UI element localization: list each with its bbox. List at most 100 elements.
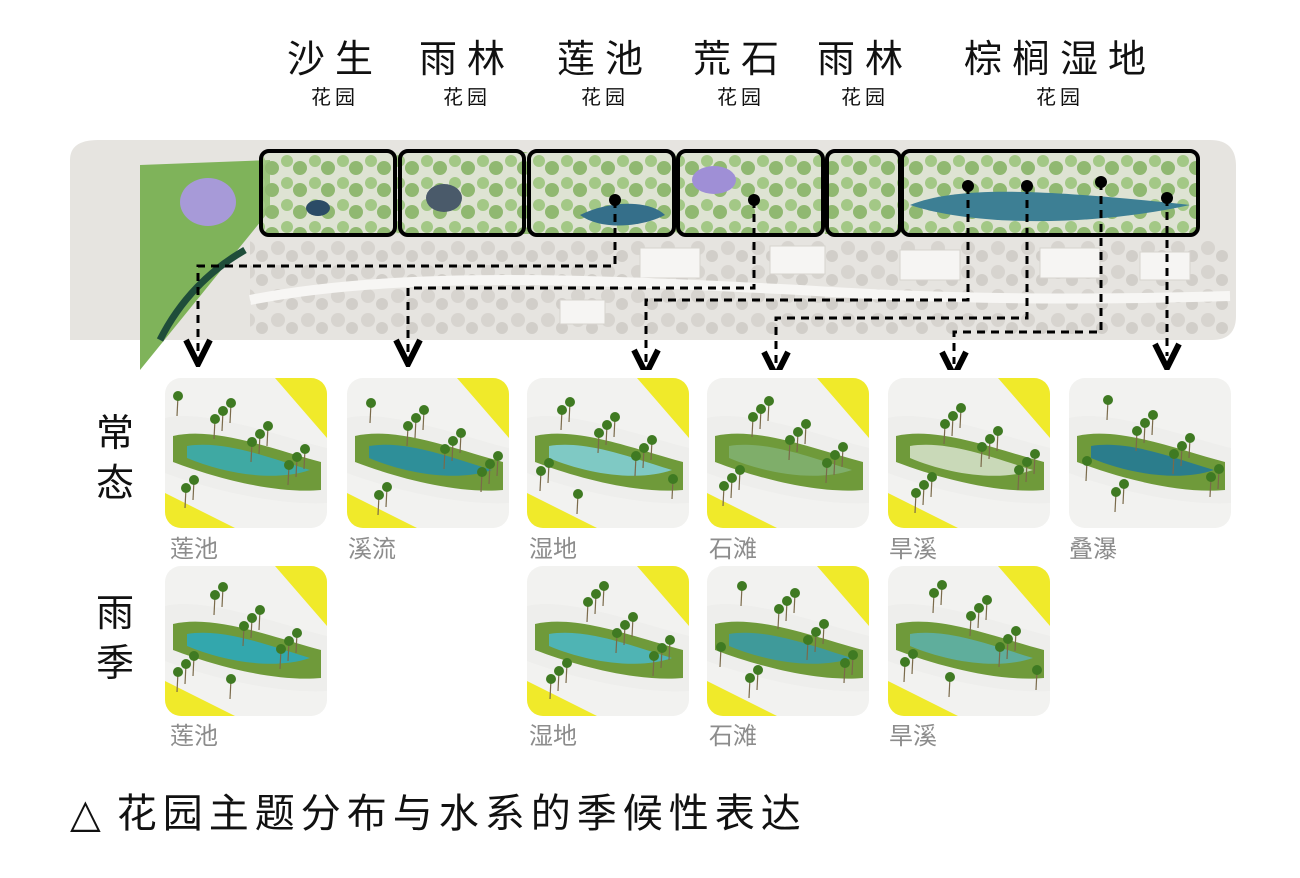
palm-crown [1014,465,1024,475]
garden-suffix: 花园 [1036,85,1084,109]
palm-crown [1214,464,1224,474]
caption-text: 花园主题分布与水系的季候性表达 [116,791,807,837]
water-body [910,632,1033,664]
thumb-rainy-rock [707,566,869,716]
palm-crown [801,419,811,429]
water-body [729,632,852,664]
garden-label-rock-garden: 荒石 花园 [676,36,806,110]
leader-dry-creek [954,182,1103,364]
garden-name: 雨林 [816,37,913,81]
caption-normal-stream: 溪流 [348,535,396,563]
plan-west-pond [180,178,236,226]
accent-corner [275,378,327,438]
palm-crown [1003,634,1013,644]
palm-crown [982,595,992,605]
palm-crown [620,620,630,630]
garden-suffix: 花园 [841,85,889,109]
palm-crown [403,421,413,431]
palm-crown [536,466,546,476]
palm-crown [649,651,659,661]
palm-crown [210,590,220,600]
palm-crown [300,444,310,454]
garden-name: 棕榈湿地 [963,37,1156,81]
palm-crown [774,604,784,614]
masterplan-map [70,140,1236,370]
caption-rainy-rock: 石滩 [709,722,757,750]
palm-crown [382,482,392,492]
palm-crown [716,642,726,652]
leader-wetland [646,186,970,362]
palm-crown [554,666,564,676]
palm-crown [911,488,921,498]
garden-label-lotus-pond: 莲池 花园 [540,36,670,110]
palm-crown [665,635,675,645]
garden-label-desert: 沙生 花园 [270,36,400,110]
palm-crown [927,472,937,482]
palm-crown [745,673,755,683]
row-label-normal: 常态 [95,411,134,505]
frame-lotus-pond [527,149,676,237]
leader-lotus [198,200,617,352]
palm-crown [756,404,766,414]
palm-crown [793,427,803,437]
accent-corner [637,378,689,438]
palm-crown [764,396,774,406]
caption-normal-wetland: 湿地 [529,535,577,563]
palm-crown [239,621,249,631]
caption-normal-cascade: 叠瀑 [1069,535,1117,563]
frame-rainforest-1 [398,149,526,237]
row-label-rainy: 雨季 [95,591,134,685]
palm-crown [263,421,273,431]
palm-crown [727,473,737,483]
palm-crown [594,428,604,438]
palm-crown [448,436,458,446]
plan-road [249,275,1231,305]
thumb-normal-dry-creek [888,378,1050,528]
thumb-rainy-lotus [165,566,327,716]
caption-normal-dry-creek: 旱溪 [889,535,937,563]
palm-crown [956,403,966,413]
accent-corner [165,493,235,528]
palm-crown [599,581,609,591]
frame-rock-garden [676,149,825,237]
caption-normal-rock: 石滩 [709,535,757,563]
palm-crown [790,588,800,598]
palm-crown [456,428,466,438]
palm-crown [226,398,236,408]
garden-label-rainforest-2: 雨林 花园 [800,36,930,110]
palm-crown [735,465,745,475]
palm-crown [493,451,503,461]
palm-crown [668,474,678,484]
frame-palm-wetland [900,149,1200,237]
palm-crown [1140,418,1150,428]
palm-crown [1103,395,1113,405]
accent-corner [707,681,777,716]
water-body [549,444,672,476]
palm-crown [292,628,302,638]
palm-crown [639,443,649,453]
caption-rainy-wetland: 湿地 [529,722,577,750]
palm-crown [748,412,758,422]
palm-crown [1119,479,1129,489]
palm-crown [292,452,302,462]
thumb-rainy-wetland [527,566,689,716]
palm-crown [366,398,376,408]
palm-crown [1030,449,1040,459]
plan-buildings [559,245,1191,325]
leader-rock [776,186,1029,364]
palm-crown [181,483,191,493]
palm-crown [1206,472,1216,482]
palm-crown [803,635,813,645]
palm-crown [940,419,950,429]
garden-suffix: 花园 [443,85,491,109]
palm-crown [1132,426,1142,436]
palm-crown [557,405,567,415]
palm-crown [631,451,641,461]
palm-crown [189,651,199,661]
accent-corner [347,493,417,528]
palm-crown [591,589,601,599]
water-body [187,632,310,664]
palm-crown [440,444,450,454]
thumb-normal-lotus [165,378,327,528]
leader-stream [408,200,756,352]
